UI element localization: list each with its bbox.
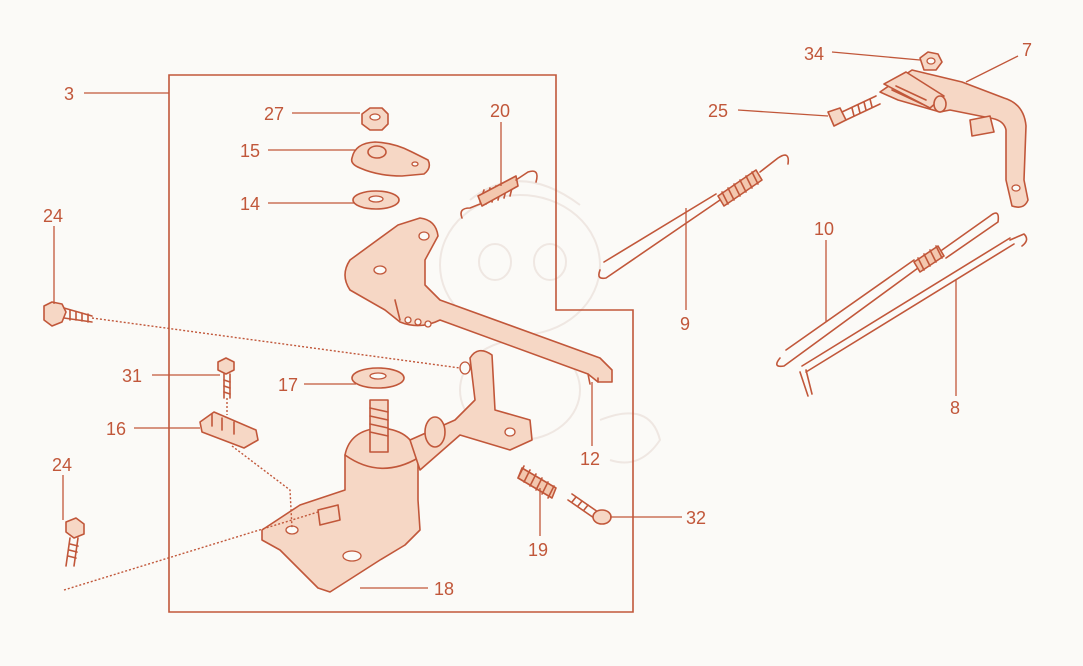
part-15-cam-plate [350,141,431,177]
callout-8: 8 [950,398,960,418]
alignment-line-bolt-upper [91,317,461,369]
callout-9: 9 [680,314,690,334]
part-7-bracket [879,69,1029,208]
part-34-nut [919,51,943,71]
callout-27: 27 [264,104,284,124]
callout-3: 3 [64,84,74,104]
part-18-base-bracket [261,399,421,593]
callout-10: 10 [814,219,834,239]
part-17-washer [351,367,405,389]
callout-16: 16 [106,419,126,439]
callout-14: 14 [240,194,260,214]
callout-25: 25 [708,101,728,121]
part-14-washer [352,190,400,210]
part-25-bolt [827,95,881,127]
callout-34: 34 [804,44,824,64]
leader-34 [831,51,921,61]
part-12-control-lever [344,217,613,385]
part-9-spring-rod [598,154,790,280]
callout-19: 19 [528,540,548,560]
callout-17: 17 [278,375,298,395]
callout-7: 7 [1022,40,1032,60]
leader-lines [53,51,1019,589]
callout-18: 18 [434,579,454,599]
callout-12: 12 [580,449,600,469]
callout-31: 31 [122,366,142,386]
callout-24-upper: 24 [43,206,63,226]
part-24-bolt-upper [43,301,93,327]
callout-24-lower: 24 [52,455,72,475]
leader-7 [965,55,1019,83]
part-10-spring-rod [776,212,1000,368]
callout-32: 32 [686,508,706,528]
part-31-bolt [217,357,235,399]
part-16-clip [199,411,259,449]
part-19-spring [517,465,557,499]
leader-25 [737,109,829,117]
alignment-line-bolt-lower [63,511,319,591]
callout-20: 20 [490,101,510,121]
part-24-bolt-lower [65,517,85,567]
callout-15: 15 [240,141,260,161]
part-18-bracket-arm [409,349,533,471]
part-32-screw [567,493,612,525]
part-8-rod [799,233,1028,397]
callout-labels: 3 27 15 14 20 24 31 17 16 24 12 19 32 18… [43,40,1032,599]
assembly-frame [168,74,634,613]
alignment-line-clip [231,445,293,529]
part-27-nut [361,107,389,131]
part-20-spring [460,170,538,219]
